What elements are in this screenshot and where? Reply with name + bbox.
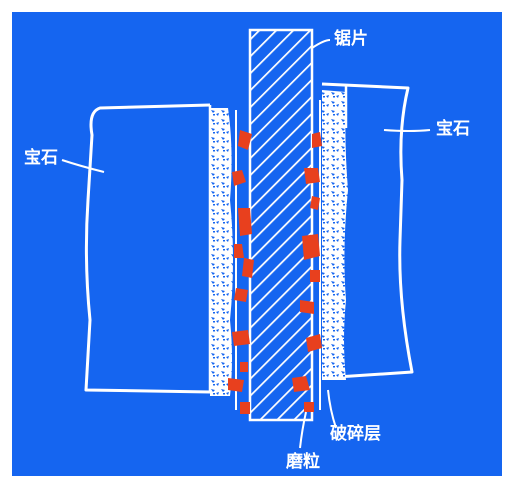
right-gem-leader	[383, 129, 431, 132]
abrasive-grains-right	[292, 132, 322, 412]
left-crushed-layer	[210, 108, 233, 396]
abrasive-grain	[238, 208, 252, 236]
abrasive-grains-left	[228, 130, 254, 414]
abrasive-grain	[240, 362, 248, 372]
abrasive-grain	[234, 244, 244, 258]
abrasive-grain	[310, 270, 320, 282]
abrasive-grain	[304, 402, 314, 412]
right-gem-label: 宝石	[436, 119, 470, 139]
abrasive-grain	[304, 168, 320, 184]
abrasive-grain	[228, 378, 244, 392]
abrasive-grain	[234, 288, 248, 302]
abrasive-grain	[242, 258, 254, 278]
crushed-layer-leader	[327, 389, 337, 429]
left-gem-leader	[61, 159, 105, 173]
abrasive-grain-leader	[299, 411, 307, 449]
abrasive-grain	[302, 234, 320, 260]
abrasive-grain	[292, 376, 310, 392]
abrasive-grain	[238, 130, 252, 150]
left-gem-label: 宝石	[24, 148, 58, 168]
abrasive-grain	[310, 196, 320, 210]
abrasive-grain-label: 磨粒	[286, 452, 320, 472]
abrasive-grain	[240, 402, 250, 414]
blade-label: 锯片	[334, 29, 368, 49]
abrasive-grain	[300, 300, 314, 314]
abrasive-grain	[232, 170, 246, 186]
right-gem-outline	[321, 82, 414, 380]
left-gem-outline	[84, 103, 211, 394]
right-crushed-layer	[322, 90, 348, 380]
abrasive-grain	[312, 132, 322, 148]
abrasive-grain	[232, 330, 250, 346]
blade-leader	[311, 39, 331, 49]
saw-blade	[248, 28, 314, 422]
abrasive-grain	[306, 334, 322, 352]
crushed-layer-label: 破碎层	[330, 424, 381, 444]
